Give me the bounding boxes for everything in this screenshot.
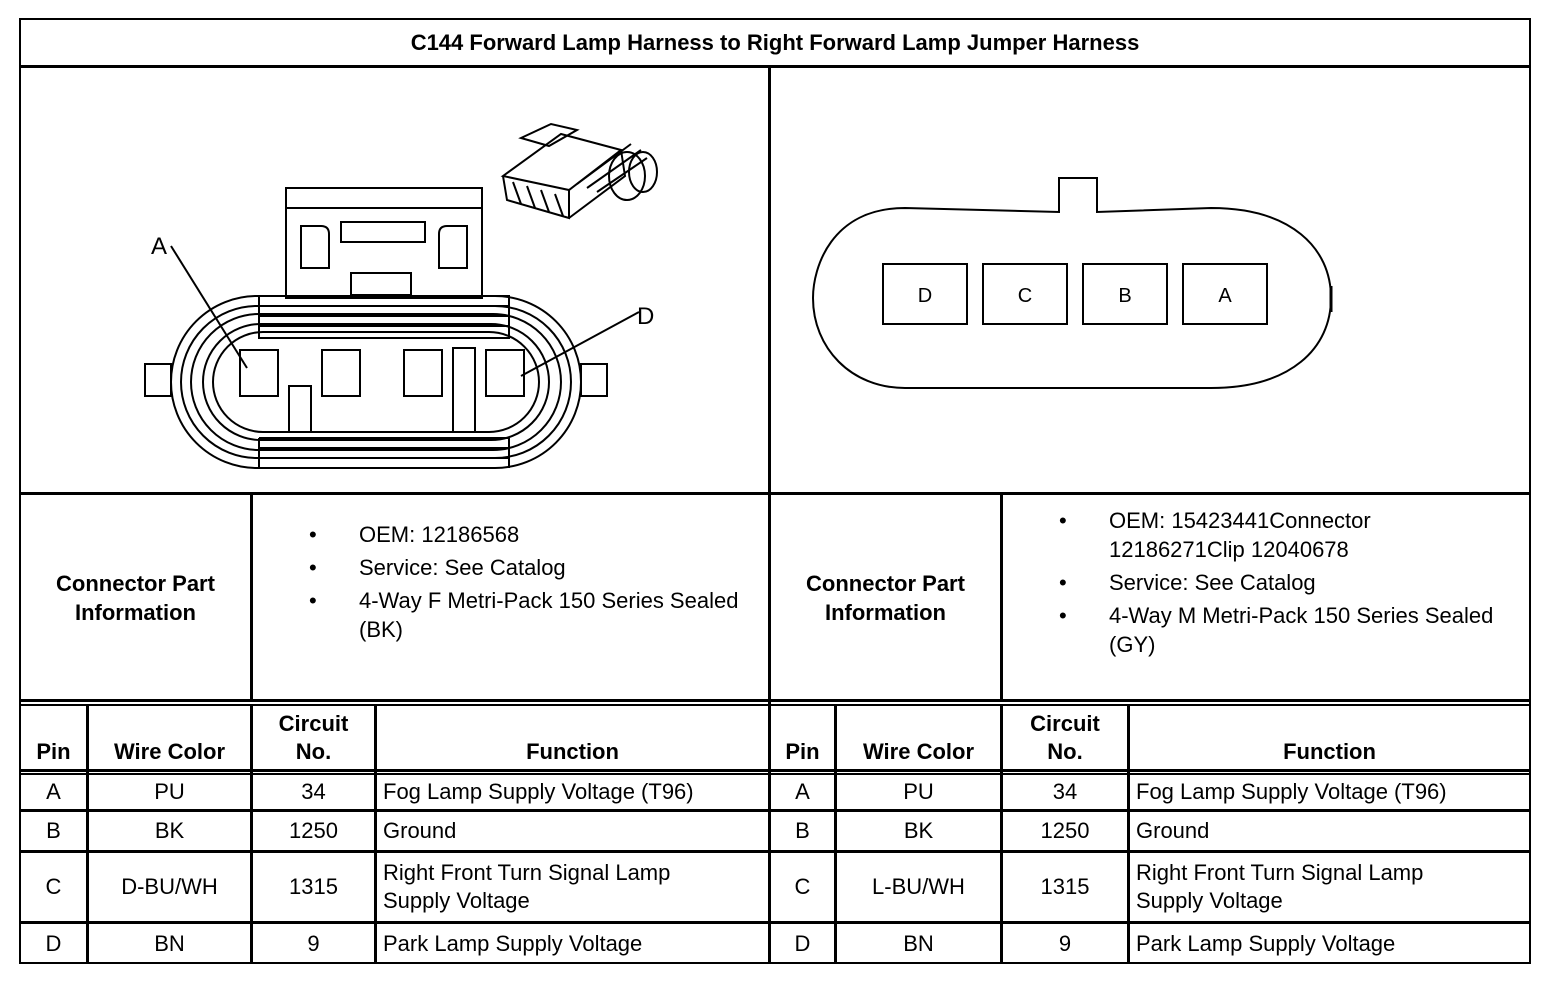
leader-line: [520, 311, 640, 377]
column-header-function: Function: [1283, 739, 1376, 764]
table-cell-wire-color: L-BU/WH: [872, 874, 965, 899]
table-cell-function: Right Front Turn Signal Lamp Supply Volt…: [383, 860, 671, 913]
table-cell-wire-color: BN: [154, 930, 185, 956]
cavity-label-c: C: [1018, 285, 1032, 307]
left-connector-drawing: A D: [144, 122, 658, 469]
page-title: C144 Forward Lamp Harness to Right Forwa…: [410, 30, 1140, 55]
column-header-pin: Pin: [785, 739, 820, 764]
list-item: •4-Way F Metri-Pack 150 Series Sealed (B…: [309, 588, 739, 642]
right-part-info-label: Connector Part Information: [806, 571, 965, 625]
leader-line: [170, 245, 248, 369]
table-cell-circuit: 1250: [1040, 818, 1090, 843]
table-cell-function: Park Lamp Supply Voltage: [383, 930, 643, 956]
list-item: •Service: See Catalog: [1059, 570, 1316, 595]
table-cell-circuit: 1315: [1040, 874, 1090, 899]
left-part-info-list: •OEM: 12186568 •Service: See Catalog •4-…: [309, 520, 759, 648]
divider: [1000, 704, 1003, 963]
table-cell-pin: C: [794, 874, 811, 899]
table-cell-wire-color: BN: [903, 930, 934, 956]
divider: [86, 704, 89, 963]
table-cell-circuit: 34: [301, 779, 326, 804]
divider: [21, 65, 1529, 68]
table-cell-function: Park Lamp Supply Voltage: [1136, 930, 1396, 956]
table-cell-circuit: 9: [307, 930, 320, 956]
divider: [768, 65, 771, 963]
divider: [834, 704, 837, 963]
table-cell-circuit: 1250: [289, 818, 338, 843]
table-cell-function: Right Front Turn Signal Lamp Supply Volt…: [1136, 860, 1424, 913]
table-cell-wire-color: PU: [154, 779, 185, 804]
list-item: •4-Way M Metri-Pack 150 Series Sealed (G…: [1059, 603, 1494, 657]
divider: [21, 492, 1529, 495]
pin-label-a: A: [151, 233, 167, 260]
table-cell-wire-color: BK: [154, 818, 185, 843]
table-cell-function: Ground: [1136, 818, 1210, 843]
table-cell-pin: B: [46, 818, 61, 843]
divider: [21, 809, 1529, 812]
list-item: •OEM: 15423441Connector 12186271Clip 120…: [1059, 508, 1371, 562]
list-item: •Service: See Catalog: [309, 555, 566, 580]
cavity-label-d: D: [918, 285, 932, 307]
cavity-label-b: B: [1118, 285, 1131, 307]
divider: [374, 704, 377, 963]
column-header-wire-color: Wire Color: [113, 739, 226, 764]
divider: [21, 699, 1529, 702]
table-cell-circuit: 34: [1052, 779, 1078, 804]
table-cell-function: Fog Lamp Supply Voltage (T96): [1136, 779, 1447, 804]
table-cell-function: Fog Lamp Supply Voltage (T96): [383, 779, 694, 804]
table-cell-pin: D: [794, 930, 811, 956]
column-header-function: Function: [526, 739, 619, 764]
list-item: •OEM: 12186568: [309, 522, 520, 547]
divider: [21, 773, 1529, 775]
connector-sheet: C144 Forward Lamp Harness to Right Forwa…: [19, 18, 1531, 964]
divider: [21, 921, 1529, 924]
table-cell-function: Ground: [383, 818, 457, 843]
column-header-wire-color: Wire Color: [862, 739, 975, 764]
table-cell-wire-color: D-BU/WH: [121, 874, 218, 899]
column-header-pin: Pin: [36, 739, 71, 764]
divider: [250, 492, 253, 702]
table-cell-pin: D: [45, 930, 62, 956]
connector-face-outline-icon: [811, 177, 1333, 389]
left-part-info-label: Connector Part Information: [56, 571, 215, 625]
divider: [21, 769, 1529, 772]
divider: [21, 850, 1529, 853]
table-cell-pin: A: [46, 779, 61, 804]
table-cell-circuit: 1315: [289, 874, 338, 899]
divider: [21, 704, 1529, 706]
table-cell-pin: B: [795, 818, 810, 843]
divider: [1127, 704, 1130, 963]
table-cell-pin: A: [795, 779, 810, 804]
table-cell-pin: C: [45, 874, 62, 899]
connector-thumbnail-icon: [500, 122, 658, 220]
divider: [250, 704, 253, 963]
divider: [1000, 492, 1003, 702]
table-cell-wire-color: PU: [903, 779, 934, 804]
right-connector-face-drawing: D C B A: [811, 177, 1333, 389]
right-part-info-list: •OEM: 15423441Connector 12186271Clip 120…: [1059, 506, 1499, 663]
pin-label-d: D: [637, 303, 654, 330]
cavity-label-a: A: [1218, 285, 1232, 307]
table-cell-wire-color: BK: [903, 818, 934, 843]
connector-body-icon: [144, 187, 608, 469]
table-cell-circuit: 9: [1058, 930, 1072, 956]
